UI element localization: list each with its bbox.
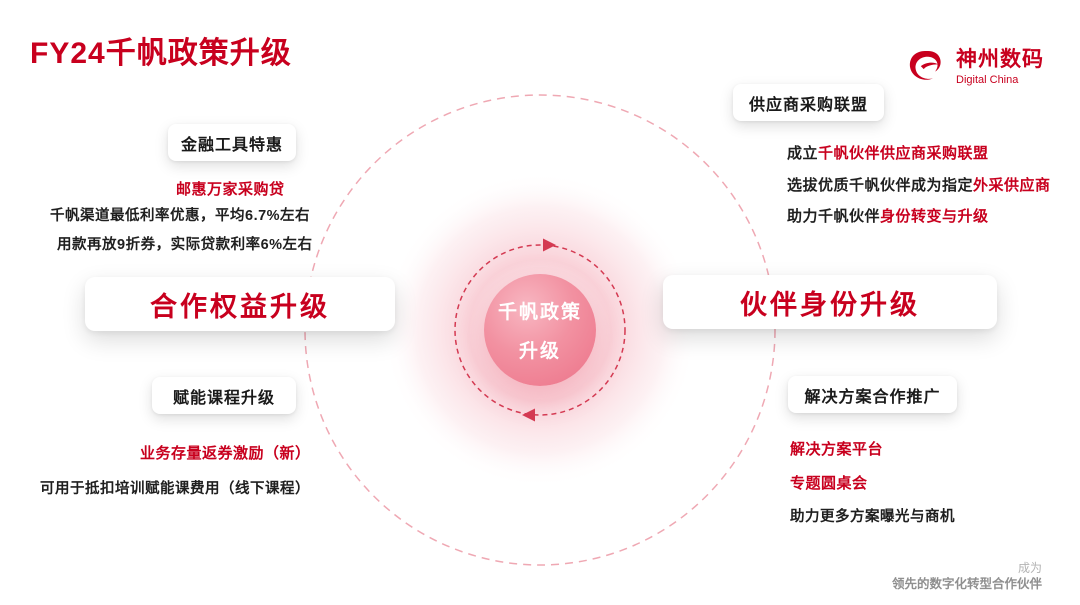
footer-line2: 领先的数字化转型合作伙伴 — [891, 577, 1042, 592]
alliance-line2-red: 外采供应商 — [973, 177, 1051, 194]
footer-line1: 成为 — [1017, 560, 1042, 575]
solution-highlight1: 解决方案平台 — [790, 441, 884, 458]
outer-dashed-ring — [304, 94, 776, 566]
alliance-line1-black: 成立 — [787, 145, 819, 162]
alliance-line2: 选拔优质千帆伙伴成为指定外采供应商 — [787, 174, 1051, 195]
logo-text-block: 神州数码 Digital China — [956, 48, 1044, 85]
digital-china-logo: 神州数码 Digital China — [902, 46, 1044, 88]
clockwise-arrow-top-icon — [543, 238, 556, 252]
page-title: FY24千帆政策升级 — [30, 37, 292, 70]
alliance-line1-red: 千帆伙伴供应商采购联盟 — [818, 145, 989, 162]
finance-detail-line1: 千帆渠道最低利率优惠，平均6.7%左右 — [50, 208, 311, 224]
course-highlight: 业务存量返券激励（新） — [140, 445, 311, 462]
center-line2: 升级 — [518, 341, 561, 362]
alliance-line1: 成立千帆伙伴供应商采购联盟 — [787, 142, 989, 163]
course-detail-line: 可用于抵扣培训赋能课费用（线下课程） — [40, 481, 310, 497]
alliance-line3: 助力千帆伙伴身份转变与升级 — [787, 205, 989, 226]
enablement-course-card: 赋能课程升级 — [152, 377, 296, 414]
center-line1: 千帆政策 — [497, 302, 582, 323]
solution-highlight2: 专题圆桌会 — [790, 475, 868, 492]
alliance-line3-red: 身份转变与升级 — [880, 208, 989, 225]
clockwise-arrow-bottom-icon — [522, 408, 535, 422]
alliance-line2-black: 选拔优质千帆伙伴成为指定 — [787, 177, 974, 194]
logo-en-text: Digital China — [956, 73, 1019, 86]
alliance-line3-black: 助力千帆伙伴 — [787, 208, 881, 225]
solution-promotion-card: 解决方案合作推广 — [788, 376, 957, 413]
digital-china-logo-icon — [909, 51, 941, 80]
finance-tools-card: 金融工具特惠 — [168, 124, 296, 161]
finance-highlight: 邮惠万家采购贷 — [176, 181, 285, 198]
supplier-alliance-card: 供应商采购联盟 — [733, 84, 884, 121]
center-policy-circle: 千帆政策 升级 — [484, 274, 596, 386]
finance-detail-line2: 用款再放9折券，实际贷款利率6%左右 — [57, 237, 313, 253]
solution-detail-line: 助力更多方案曝光与商机 — [790, 509, 955, 525]
cooperation-rights-upgrade-card: 合作权益升级 — [85, 277, 395, 331]
inner-dashed-ring — [454, 244, 626, 416]
footer-tagline: 成为 领先的数字化转型合作伙伴 — [892, 560, 1042, 593]
partner-identity-upgrade-card: 伙伴身份升级 — [663, 275, 997, 329]
logo-cn-text: 神州数码 — [956, 48, 1044, 72]
